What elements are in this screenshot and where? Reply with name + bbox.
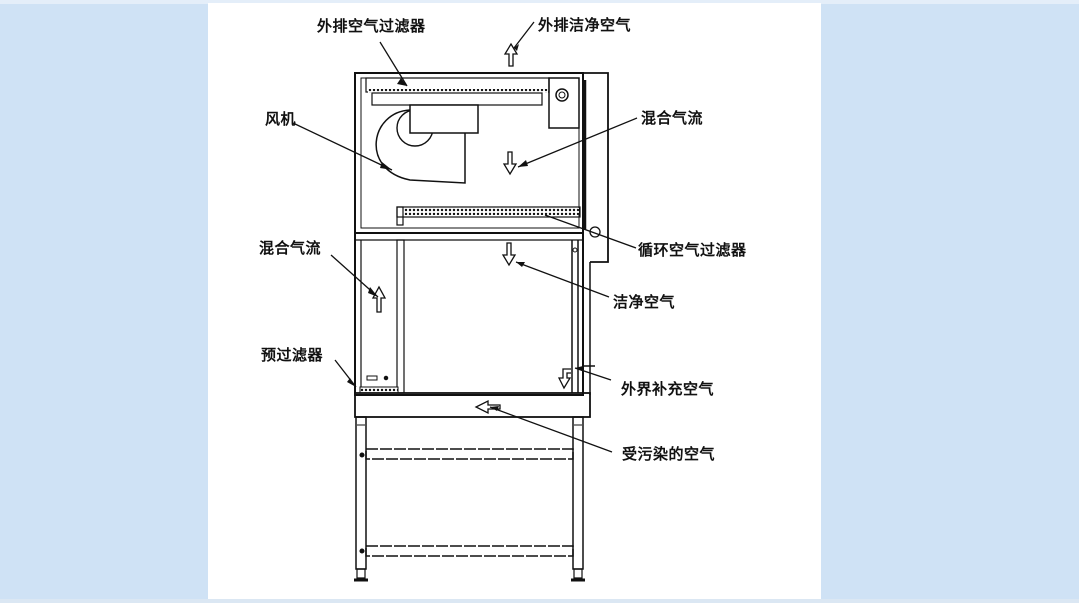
label-exhaust-clean-air: 外排洁净空气 bbox=[538, 16, 632, 34]
diagram-panel bbox=[208, 3, 821, 600]
front-grille bbox=[354, 392, 591, 418]
label-fan: 风机 bbox=[265, 110, 297, 128]
label-clean-air: 洁净空气 bbox=[613, 293, 676, 311]
label-exhaust-filter: 外排空气过滤器 bbox=[317, 17, 426, 35]
recirculation-filter bbox=[404, 208, 579, 215]
label-mixed-airflow-left: 混合气流 bbox=[259, 239, 322, 257]
fan-housing bbox=[375, 109, 466, 184]
label-contaminated-air: 受污染的空气 bbox=[622, 445, 716, 463]
label-pre-filter: 预过滤器 bbox=[261, 346, 324, 364]
work-zone bbox=[354, 232, 584, 396]
exhaust-filter bbox=[368, 89, 548, 93]
label-external-makeup-air: 外界补充空气 bbox=[621, 380, 715, 398]
bottom-strip bbox=[0, 599, 1079, 603]
label-recirculation-filter: 循环空气过滤器 bbox=[638, 241, 747, 259]
label-mixed-airflow-top: 混合气流 bbox=[641, 109, 704, 127]
exhaust-arrow bbox=[503, 42, 519, 67]
stand-leg-left bbox=[355, 416, 367, 570]
top-strip bbox=[0, 0, 1079, 4]
